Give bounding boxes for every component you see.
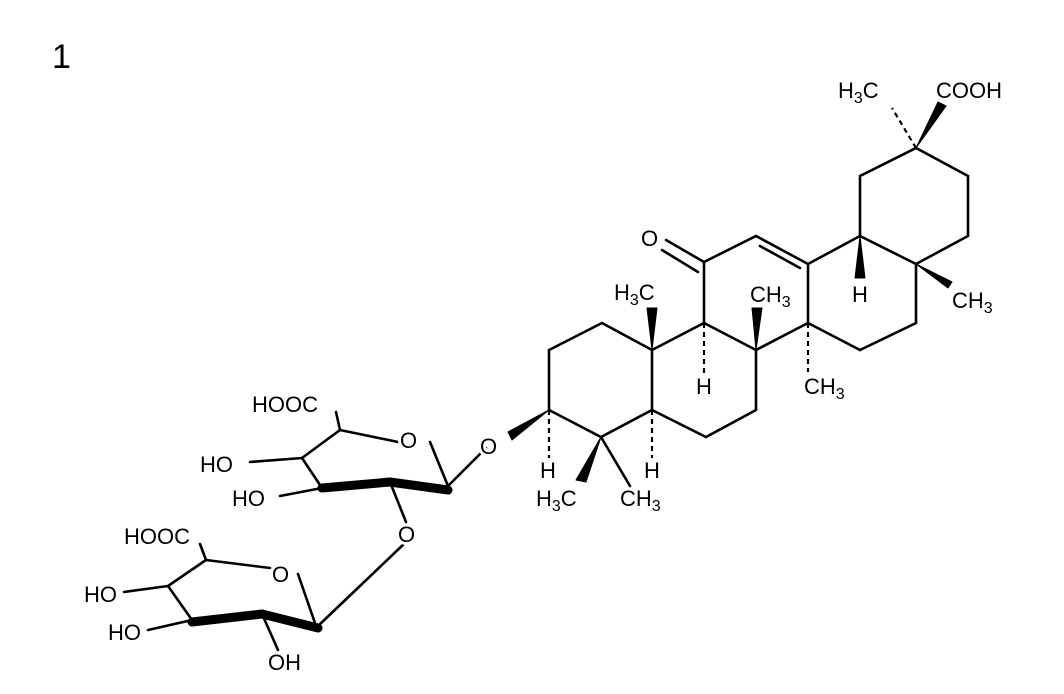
label-h-c5: H [644,458,660,483]
label-ho-2a: HO [84,582,117,607]
ring-c-bonds [702,234,810,352]
wedge-glycoside-o [507,409,550,441]
label-ring-o-2: O [272,562,289,587]
ring-b-bonds [650,321,758,439]
label-link-o: O [398,522,415,547]
glucuronic-acid-2 [122,540,408,652]
wedge-c10-methyl [646,307,658,351]
compound-number: 1 [52,38,71,76]
ring-e-bonds [858,146,970,266]
label-hooc-1: HOOC [252,392,318,417]
label-glycoside-o: O [480,434,497,459]
label-methyl-c4a: H3C [536,486,577,515]
wedge-cooh [915,101,947,149]
label-h-c9: H [696,374,712,399]
wedge-c4-methyl [575,436,602,483]
aglycone-skeleton [507,101,970,488]
label-ho-2b: HO [108,620,141,645]
label-ho-1a: HO [200,452,233,477]
wedge-c18-h [854,235,866,279]
label-ch3-c14: CH3 [750,282,791,311]
wedge-c20-methyl [915,263,953,289]
ring-a-bonds [547,321,654,439]
label-hooc-2: HOOC [124,524,190,549]
label-ch3-c4b: CH3 [620,486,661,515]
label-h-c3: H [540,458,556,483]
label-ho-1b: HO [232,486,265,511]
label-ring-o-1: O [400,428,417,453]
label-oh-2c: OH [268,650,301,675]
label-ch3-lower: CH3 [804,374,845,403]
label-cooh-top: COOH [936,78,1002,103]
label-h-c18: H [852,282,868,307]
glucuronic-acid-1 [248,410,488,524]
atom-labels: H3C COOH O H CH3 H3C CH3 H CH3 O H H H3C… [81,75,1005,678]
label-methyl-a: H3C [838,78,879,107]
wedge-c14-methyl [751,307,763,351]
label-methyl-c10: H3C [614,280,655,309]
label-ch3-c20: CH3 [952,288,993,317]
label-ketone-o: O [641,226,658,251]
